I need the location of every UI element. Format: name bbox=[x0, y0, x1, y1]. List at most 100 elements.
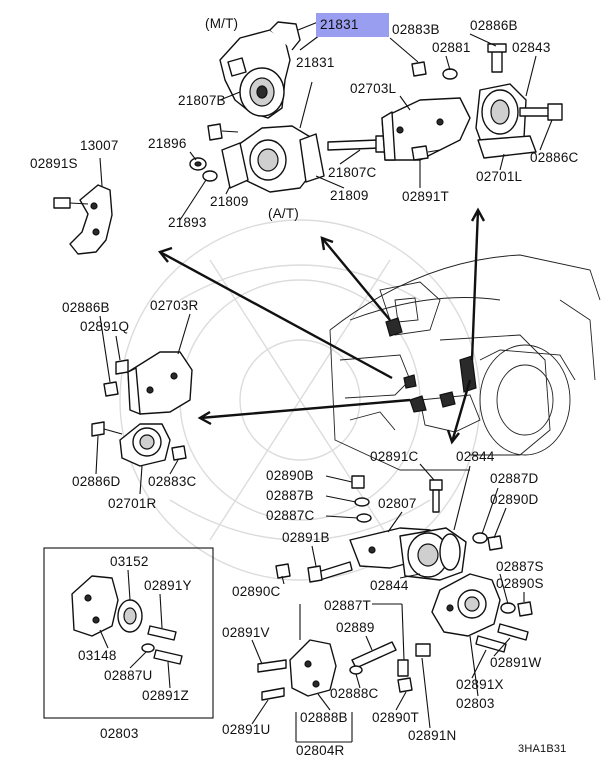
bolt-02891y bbox=[147, 625, 177, 641]
washer-02887d bbox=[472, 532, 488, 544]
mount-02701r bbox=[119, 423, 171, 467]
washer-02887b bbox=[354, 497, 370, 507]
leader-lines bbox=[95, 33, 553, 743]
highlight-box bbox=[316, 13, 389, 37]
diagram-code: 3HA1B31 bbox=[518, 743, 567, 755]
link-02889 bbox=[351, 641, 397, 669]
label-02891n: 02891N bbox=[408, 728, 457, 743]
bolt-02886b-mid bbox=[103, 381, 119, 397]
washer-02887u bbox=[141, 643, 155, 653]
label-02890d: 02890D bbox=[490, 492, 539, 507]
label-02891c: 02891C bbox=[370, 449, 419, 464]
label-02886b-top: 02886B bbox=[470, 18, 518, 33]
nut-02890c bbox=[275, 563, 291, 579]
label-02888b: 02888B bbox=[300, 710, 348, 725]
bolt-02891t bbox=[411, 145, 441, 161]
bolt-02891u bbox=[261, 687, 285, 701]
label-21893: 21893 bbox=[168, 215, 207, 230]
bolt-02891n bbox=[415, 643, 431, 657]
washer-02888c bbox=[349, 665, 363, 675]
at-mount bbox=[221, 125, 325, 193]
inset-box bbox=[43, 547, 214, 719]
label-02888c: 02888C bbox=[330, 686, 379, 701]
bracket-03148 bbox=[71, 575, 119, 637]
label-02891w: 02891W bbox=[490, 655, 542, 670]
label-02886d: 02886D bbox=[72, 474, 121, 489]
bolt-02891c bbox=[429, 479, 443, 513]
label-02701l: 02701L bbox=[476, 169, 523, 184]
stud-02891v bbox=[257, 659, 287, 673]
label-03148: 03148 bbox=[78, 648, 117, 663]
bolt-02886d bbox=[91, 421, 123, 437]
washer-02881 bbox=[442, 68, 458, 80]
bolt-02890b bbox=[351, 475, 365, 489]
label-02807: 02807 bbox=[378, 496, 417, 511]
bushing-03152 bbox=[117, 599, 143, 633]
mount-02701l bbox=[475, 83, 537, 159]
label-02891z: 02891Z bbox=[142, 688, 189, 703]
label-mt: (M/T) bbox=[205, 16, 238, 31]
bracket-02804r bbox=[289, 639, 337, 697]
label-21831-top: 21831 bbox=[320, 17, 359, 32]
label-02890t: 02890T bbox=[372, 710, 419, 725]
label-02890c: 02890C bbox=[232, 584, 281, 599]
label-02891y: 02891Y bbox=[144, 578, 192, 593]
nut-02890d bbox=[487, 535, 503, 551]
label-13007: 13007 bbox=[80, 138, 119, 153]
vehicle-engine-bay-sketch bbox=[329, 254, 601, 471]
label-03152: 03152 bbox=[110, 554, 149, 569]
bracket-02803 bbox=[431, 573, 501, 637]
nut-02890s bbox=[517, 601, 533, 617]
label-02890s: 02890S bbox=[496, 576, 544, 591]
label-02887c: 02887C bbox=[266, 508, 315, 523]
mount-02844 bbox=[399, 527, 467, 581]
bracket-02703r bbox=[127, 351, 193, 415]
bolt-02891z bbox=[153, 649, 183, 665]
bolt-02891w bbox=[497, 623, 529, 641]
label-02886c: 02886C bbox=[530, 150, 579, 165]
label-02883c: 02883C bbox=[148, 474, 197, 489]
bracket-02703l bbox=[381, 97, 471, 161]
label-21809-left: 21809 bbox=[210, 194, 249, 209]
label-02886b-mid: 02886B bbox=[62, 300, 110, 315]
label-02889: 02889 bbox=[336, 620, 375, 635]
washer-21893 bbox=[202, 170, 218, 182]
label-21831: 21831 bbox=[296, 55, 335, 70]
label-02891q: 02891Q bbox=[80, 319, 129, 334]
label-21807c: 21807C bbox=[328, 165, 377, 180]
nut-02890t bbox=[397, 677, 413, 693]
nut-02883c bbox=[171, 445, 187, 461]
label-02887t: 02887T bbox=[324, 598, 371, 613]
label-02803-bottom: 02803 bbox=[100, 726, 139, 741]
label-21896: 21896 bbox=[148, 136, 187, 151]
label-02804r: 02804R bbox=[296, 743, 345, 758]
label-02891t: 02891T bbox=[402, 189, 449, 204]
label-02887b: 02887B bbox=[266, 488, 314, 503]
label-02891b: 02891B bbox=[282, 530, 330, 545]
direction-arrows bbox=[157, 207, 486, 445]
label-at: (A/T) bbox=[268, 206, 299, 221]
label-02883b: 02883B bbox=[392, 22, 440, 37]
bracket-13007 bbox=[53, 184, 113, 255]
label-02887d: 02887D bbox=[490, 471, 539, 486]
bolt-21807c bbox=[327, 135, 391, 153]
nut-21896 bbox=[189, 157, 207, 171]
bolt-02891x bbox=[475, 635, 507, 653]
label-02701r: 02701R bbox=[108, 496, 157, 511]
label-02890b: 02890B bbox=[266, 468, 314, 483]
label-02891v: 02891V bbox=[222, 625, 270, 640]
label-21807b: 21807B bbox=[178, 93, 226, 108]
labels: (M/T) (A/T) 21831 21831 02883B 02886B 02… bbox=[30, 13, 579, 758]
stud-02891b bbox=[307, 561, 353, 583]
nut-02883b bbox=[411, 61, 427, 77]
bolt-02887s bbox=[500, 602, 516, 614]
label-02887u: 02887U bbox=[104, 668, 153, 683]
bolt-02886c bbox=[519, 103, 563, 121]
label-02844-bottom: 02844 bbox=[370, 578, 409, 593]
bolt-02887t bbox=[397, 659, 409, 677]
label-02891s: 02891S bbox=[30, 156, 78, 171]
label-02881: 02881 bbox=[432, 40, 471, 55]
label-02891u: 02891U bbox=[222, 722, 271, 737]
label-21809-right: 21809 bbox=[330, 188, 369, 203]
